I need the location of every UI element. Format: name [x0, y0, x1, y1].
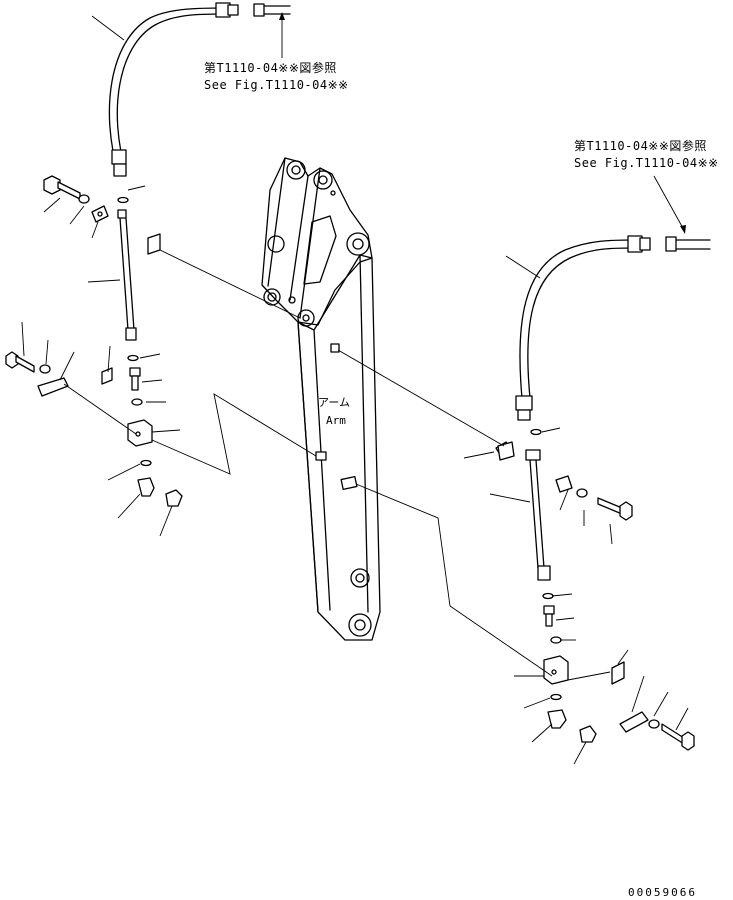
leader-lines	[21, 12, 689, 765]
top-reference-jp: 第T1110-04※※図参照	[204, 60, 337, 75]
arm-label-jp: アーム	[318, 396, 350, 409]
arm-label-en: Arm	[326, 414, 346, 427]
drawing-number: 00059066	[628, 886, 697, 899]
top-reference-en: See Fig.T1110-04※※	[204, 78, 349, 92]
right-reference-en: See Fig.T1110-04※※	[574, 156, 719, 170]
right-reference-jp: 第T1110-04※※図参照	[574, 138, 707, 153]
left-hose-assembly	[5, 2, 291, 507]
arm	[261, 157, 381, 641]
